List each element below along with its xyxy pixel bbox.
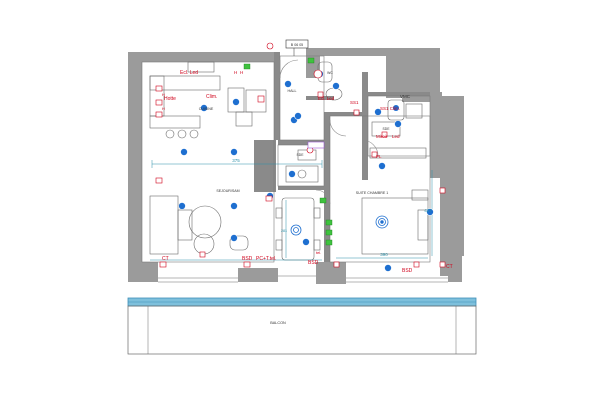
label-vmc: VMC [400, 94, 411, 99]
label-bsd-living: BSD [242, 256, 253, 262]
dim-bedroom-width: 390 [380, 252, 388, 257]
label-led: Led [392, 134, 400, 139]
bedroom-furniture [361, 147, 429, 255]
room-label-hall: HALL [288, 89, 297, 93]
balcony [127, 297, 477, 355]
door-tag-label: B 06 05 [291, 43, 303, 47]
door-tag [285, 39, 309, 56]
label-miroir: Miroir [376, 134, 388, 139]
kitchen-furniture [149, 61, 267, 139]
light-markers [178, 70, 434, 272]
room-label-wc: WC [327, 71, 333, 75]
label-ecl-led-wc: Ecl. Led [318, 96, 335, 101]
label-h-1: H [234, 70, 237, 75]
room-label-living: SEJOUR/SAM [216, 189, 239, 193]
room-label-balcony: BALCON [270, 321, 286, 325]
label-h-3: H [162, 92, 165, 97]
red-markers [155, 42, 446, 268]
label-pc-tel: PC+T.tel. [256, 256, 276, 262]
label-bsd-mid: BSD [308, 260, 319, 266]
label-tel: tel. [316, 250, 321, 255]
label-ss1: SS1 [350, 100, 359, 105]
dim-living-width: 375 [232, 158, 240, 163]
label-h-2: H [240, 70, 243, 75]
bedroom-spot [290, 215, 389, 236]
dim-hall-span: 281 [281, 229, 287, 233]
room-label-bathroom: SDE [383, 127, 391, 131]
label-h-4: H [162, 106, 165, 111]
green-markers [243, 57, 333, 246]
room-label-kitchen: CUISINE [199, 107, 214, 111]
label-pl: PL [376, 154, 382, 159]
room-label-sde2: SDE [297, 153, 305, 157]
room-label-bedroom: SUITE CHAMBRE 1 [356, 191, 389, 195]
label-ct-right: CT [446, 264, 453, 270]
label-bsd-right: BSD [402, 268, 413, 274]
interior-walls [254, 52, 430, 262]
label-clim-kitchen: Clim. [206, 94, 217, 100]
label-hotte: Hotte [164, 96, 176, 102]
windows [158, 275, 448, 283]
vmc-badge [307, 105, 399, 149]
label-ecl-led-kitchen: Ecl. Led [180, 70, 198, 76]
label-ct-left: CT [162, 256, 169, 262]
label-ss1-clim: SS1 Clim. [380, 106, 400, 111]
dim-bedroom-height: 427 [424, 208, 432, 213]
dimension-lines [150, 160, 433, 261]
